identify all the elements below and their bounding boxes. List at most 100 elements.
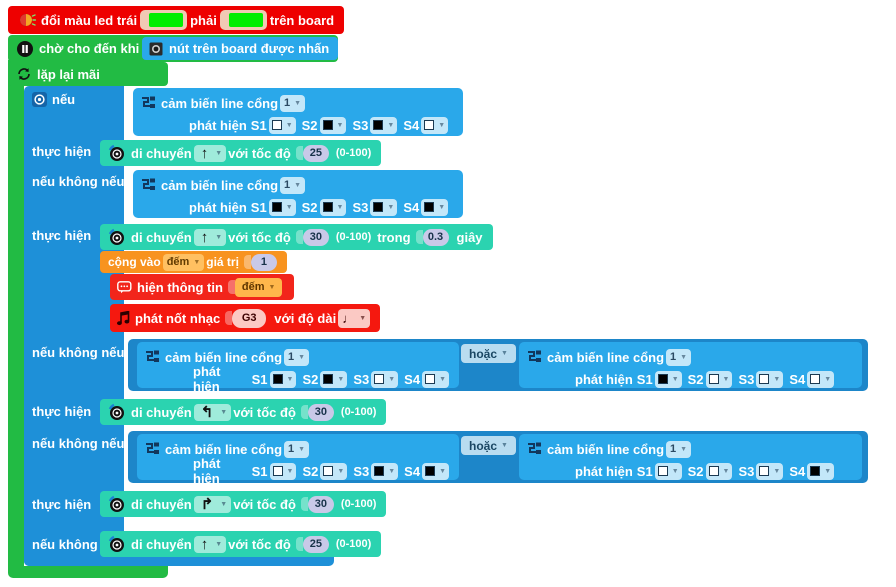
- say-block[interactable]: hiện thông tin đếm▼: [110, 274, 295, 300]
- sensor-name-3r-2: S2: [687, 371, 704, 387]
- sensor-state-dropdown-1-2[interactable]: ▼: [319, 116, 347, 134]
- variable-dropdown[interactable]: đếm▼: [162, 253, 205, 271]
- forever-loop-label: lặp lại mãi: [37, 66, 100, 82]
- sensor-port-dropdown-3r[interactable]: 1▼: [666, 348, 692, 366]
- sensor-state-dropdown-4r-3[interactable]: ▼: [756, 462, 784, 480]
- change-variable-block[interactable]: cộng vào đếm▼ giá trị 1: [100, 251, 287, 273]
- sensor-state-dropdown-2-1[interactable]: ▼: [268, 198, 296, 216]
- sensor-state-dropdown-3l-4[interactable]: ▼: [422, 370, 449, 388]
- led-color-left-swatch: [149, 13, 184, 27]
- sensor-port-dropdown-2[interactable]: 1▼: [280, 176, 306, 194]
- speed-input-else[interactable]: 25: [302, 535, 329, 553]
- detect-label-4l: phát hiện: [193, 456, 221, 486]
- line-sensor-condition-3-left[interactable]: cảm biến line cổng 1▼ phát hiện S1 ▼ S2 …: [137, 342, 459, 394]
- board-button-icon: [148, 41, 164, 57]
- sensor-port-dropdown-4l[interactable]: 1▼: [284, 440, 310, 458]
- or-operator-dropdown-3[interactable]: hoặc▼: [461, 344, 516, 363]
- move-for-duration-block-2[interactable]: di chuyển ↑▼ với tốc độ 30 (0-100) trong…: [100, 224, 493, 250]
- line-sensor-condition-4-right[interactable]: cảm biến line cổng 1▼ phát hiện S1 ▼ S2 …: [519, 434, 862, 480]
- board-button-pressed-reporter[interactable]: nút trên board được nhấn: [142, 37, 339, 60]
- duration-unit-2: giây: [456, 229, 483, 245]
- sensor-state-dropdown-4l-2[interactable]: ▼: [320, 462, 348, 480]
- motor-icon: [107, 228, 126, 247]
- sensor-state-dropdown-3l-1[interactable]: ▼: [269, 370, 297, 388]
- line-sensor-icon: [527, 350, 542, 364]
- sensor-state-dropdown-3r-4[interactable]: ▼: [807, 370, 835, 388]
- sensor-state-dropdown-3r-2[interactable]: ▼: [705, 370, 733, 388]
- sensor-state-dropdown-2-4[interactable]: ▼: [421, 198, 449, 216]
- move-direction-dropdown-1[interactable]: ↑▼: [193, 144, 227, 162]
- sensor-state-dropdown-3r-1[interactable]: ▼: [654, 370, 682, 388]
- change-var-value[interactable]: 1: [250, 253, 277, 271]
- forever-loop-block[interactable]: lặp lại mãi: [8, 62, 168, 86]
- move-block-1[interactable]: di chuyển ↑▼ với tốc độ 25 (0-100): [100, 140, 382, 166]
- speed-input-4[interactable]: 30: [307, 495, 334, 513]
- led-color-left-picker[interactable]: [140, 10, 188, 30]
- sensor-label-1: cảm biến line cổng: [161, 95, 279, 111]
- move-block-4[interactable]: di chuyển ↱▼ với tốc độ 30 (0-100): [100, 491, 387, 517]
- motor-icon: [107, 495, 126, 514]
- sensor-state-dropdown-3l-3[interactable]: ▼: [371, 370, 399, 388]
- move-direction-dropdown-2[interactable]: ↑▼: [193, 228, 227, 246]
- line-sensor-icon: [145, 350, 160, 364]
- speed-input-1[interactable]: 25: [302, 144, 329, 162]
- move-direction-dropdown-3[interactable]: ↰▼: [193, 403, 232, 421]
- note-duration-dropdown[interactable]: ♩▼: [338, 308, 371, 328]
- line-sensor-icon: [141, 96, 156, 110]
- branch-keyword-3: nếu không nếu: [32, 341, 124, 363]
- sensor-state-dropdown-4r-1[interactable]: ▼: [654, 462, 682, 480]
- sensor-state-dropdown-4l-4[interactable]: ▼: [422, 462, 449, 480]
- move-block-else[interactable]: di chuyển ↑▼ với tốc độ 25 (0-100): [100, 531, 382, 557]
- line-sensor-condition-4-left[interactable]: cảm biến line cổng 1▼ phát hiện S1 ▼ S2 …: [137, 434, 459, 486]
- note-input[interactable]: G3: [232, 308, 267, 328]
- else-keyword: nếu không: [32, 533, 98, 555]
- line-sensor-condition-1[interactable]: cảm biến line cổng 1▼ phát hiện S1 ▼ S2 …: [133, 88, 463, 136]
- branch-keyword-2: nếu không nếu: [32, 170, 124, 192]
- sensor-name-3r-4: S4: [789, 371, 806, 387]
- set-led-color-block[interactable]: đổi màu led trái phải trên board: [8, 6, 345, 34]
- move-direction-dropdown-else[interactable]: ↑▼: [193, 535, 227, 553]
- sensor-state-dropdown-3l-2[interactable]: ▼: [320, 370, 348, 388]
- sensor-state-dropdown-1-4[interactable]: ▼: [421, 116, 449, 134]
- sensor-state-dropdown-4r-4[interactable]: ▼: [807, 462, 835, 480]
- move-direction-dropdown-4[interactable]: ↱▼: [193, 495, 232, 513]
- sensor-state-dropdown-4r-2[interactable]: ▼: [705, 462, 733, 480]
- sensor-name-4r-4: S4: [789, 463, 806, 479]
- branch-keyword-label-3: nếu không nếu: [32, 344, 125, 360]
- sensor-name-3r-1: S1: [636, 371, 653, 387]
- forever-loop-left-arm: [8, 60, 24, 572]
- line-sensor-condition-3-right[interactable]: cảm biến line cổng 1▼ phát hiện S1 ▼ S2 …: [519, 342, 862, 388]
- speed-input-2[interactable]: 30: [302, 228, 329, 246]
- sensor-state-dropdown-2-2[interactable]: ▼: [319, 198, 347, 216]
- if-else-left-spine: [24, 86, 124, 566]
- speed-range-else: (0-100): [335, 538, 372, 550]
- sensor-name-4l-1: S1: [251, 463, 268, 479]
- move-block-3[interactable]: di chuyển ↰▼ với tốc độ 30 (0-100): [100, 399, 387, 425]
- speed-range-3: (0-100): [340, 406, 377, 418]
- sensor-port-dropdown-3l[interactable]: 1▼: [284, 348, 310, 366]
- sensor-state-dropdown-1-3[interactable]: ▼: [370, 116, 398, 134]
- sensor-state-dropdown-2-3[interactable]: ▼: [370, 198, 398, 216]
- or-operator-dropdown-4[interactable]: hoặc▼: [461, 436, 516, 455]
- branch-keyword-label-1: nếu: [52, 91, 76, 107]
- sensor-name-2-3: S3: [352, 199, 369, 215]
- play-note-block[interactable]: phát nốt nhạc G3 với độ dài ♩▼: [110, 304, 381, 332]
- sensor-name-2-4: S4: [403, 199, 420, 215]
- led-color-right-picker[interactable]: [219, 10, 267, 30]
- sensor-port-dropdown-1[interactable]: 1▼: [280, 94, 306, 112]
- sensor-name-1-1: S1: [250, 117, 267, 133]
- if-else-bottom-cap: [24, 554, 334, 566]
- speed-input-3[interactable]: 30: [307, 403, 334, 421]
- sensor-state-dropdown-4l-1[interactable]: ▼: [269, 462, 297, 480]
- sensor-name-1-4: S4: [403, 117, 420, 133]
- sensor-name-4l-3: S3: [353, 463, 370, 479]
- sensor-port-dropdown-4r[interactable]: 1▼: [666, 440, 692, 458]
- move-label-3: di chuyển: [131, 404, 192, 420]
- sensor-state-dropdown-3r-3[interactable]: ▼: [756, 370, 784, 388]
- sensor-state-dropdown-1-1[interactable]: ▼: [268, 116, 296, 134]
- say-variable-dropdown[interactable]: đếm▼: [234, 277, 283, 297]
- sensor-state-dropdown-4l-3[interactable]: ▼: [371, 462, 399, 480]
- duration-input-2[interactable]: 0.3: [422, 228, 449, 246]
- line-sensor-condition-2[interactable]: cảm biến line cổng 1▼ phát hiện S1 ▼ S2 …: [133, 170, 463, 218]
